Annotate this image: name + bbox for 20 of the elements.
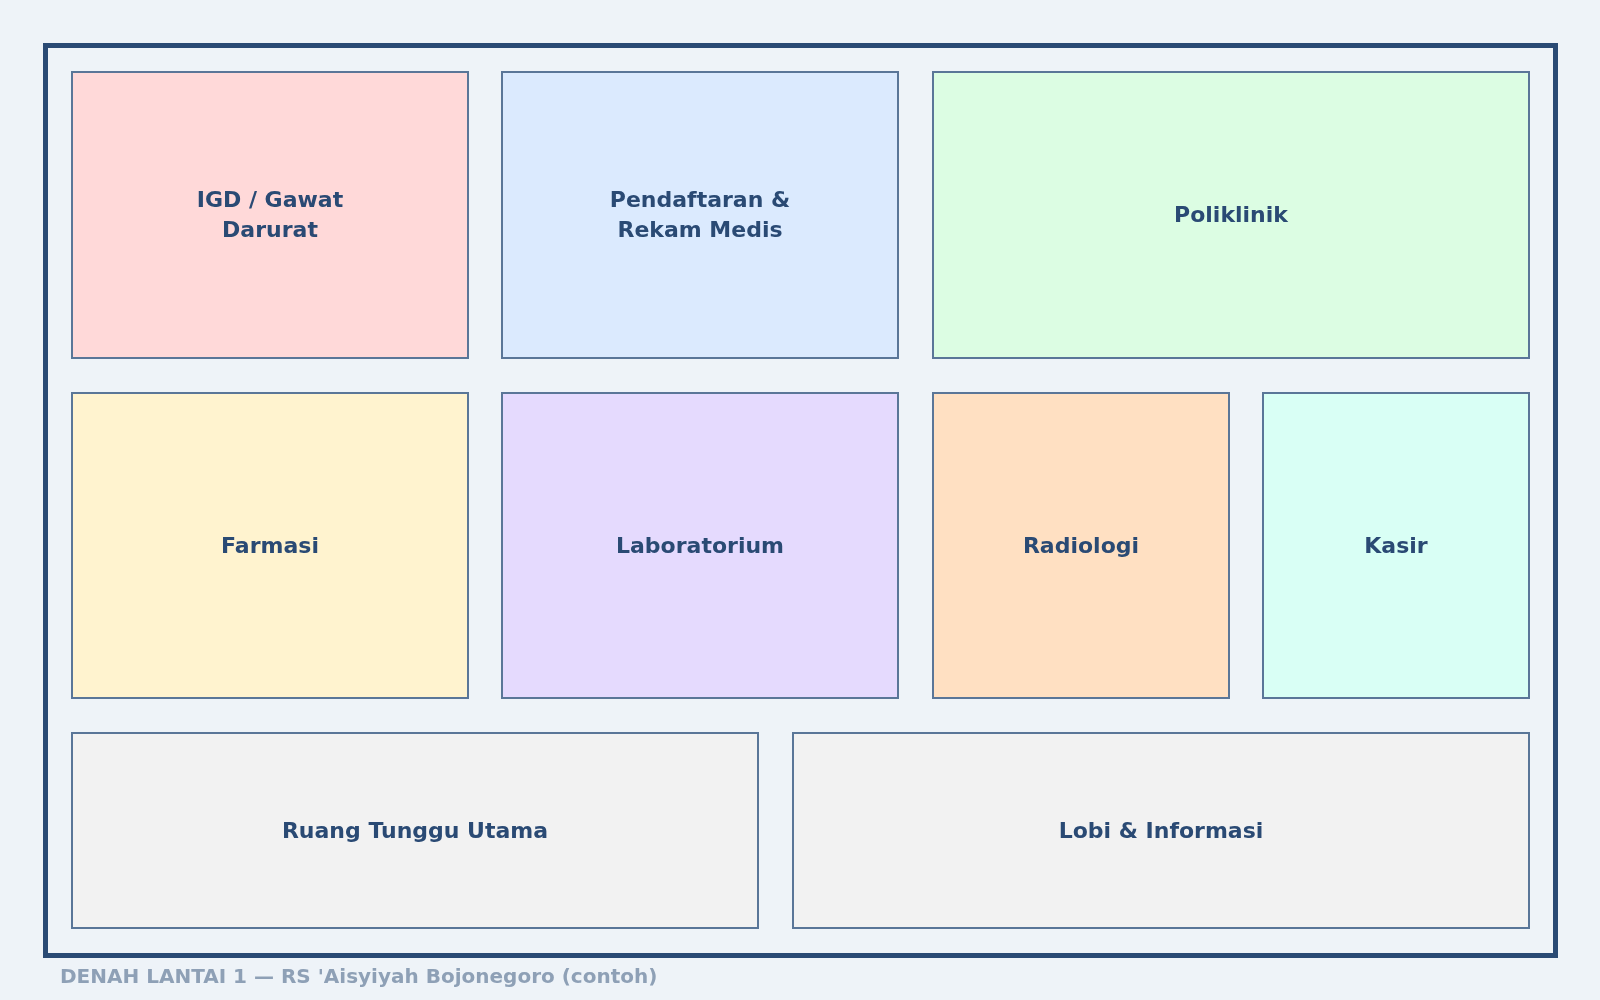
room-label: Lobi & Informasi <box>1058 816 1264 845</box>
room-label: Kasir <box>1364 531 1428 560</box>
room <box>792 732 1530 929</box>
caption: DENAH LANTAI 1 — RS 'Aisyiyah Bojonegoro (contoh) <box>60 964 658 988</box>
room <box>501 71 899 359</box>
room <box>501 392 899 699</box>
room-label: IGD / Gawat Darurat <box>195 186 345 244</box>
room <box>932 392 1230 699</box>
room-label: Radiologi <box>1022 531 1140 560</box>
room-label: Poliklinik <box>1174 201 1288 229</box>
room-label: Ruang Tunggu Utama <box>281 816 549 845</box>
room-label: Pendaftaran & Rekam Medis <box>608 186 792 244</box>
room <box>71 71 469 359</box>
building-outline <box>43 43 1558 958</box>
room <box>932 71 1530 359</box>
room-label: Farmasi <box>221 531 319 560</box>
room <box>71 392 469 699</box>
room <box>71 732 759 929</box>
room-label: Laboratorium <box>616 531 784 560</box>
room <box>1262 392 1530 699</box>
